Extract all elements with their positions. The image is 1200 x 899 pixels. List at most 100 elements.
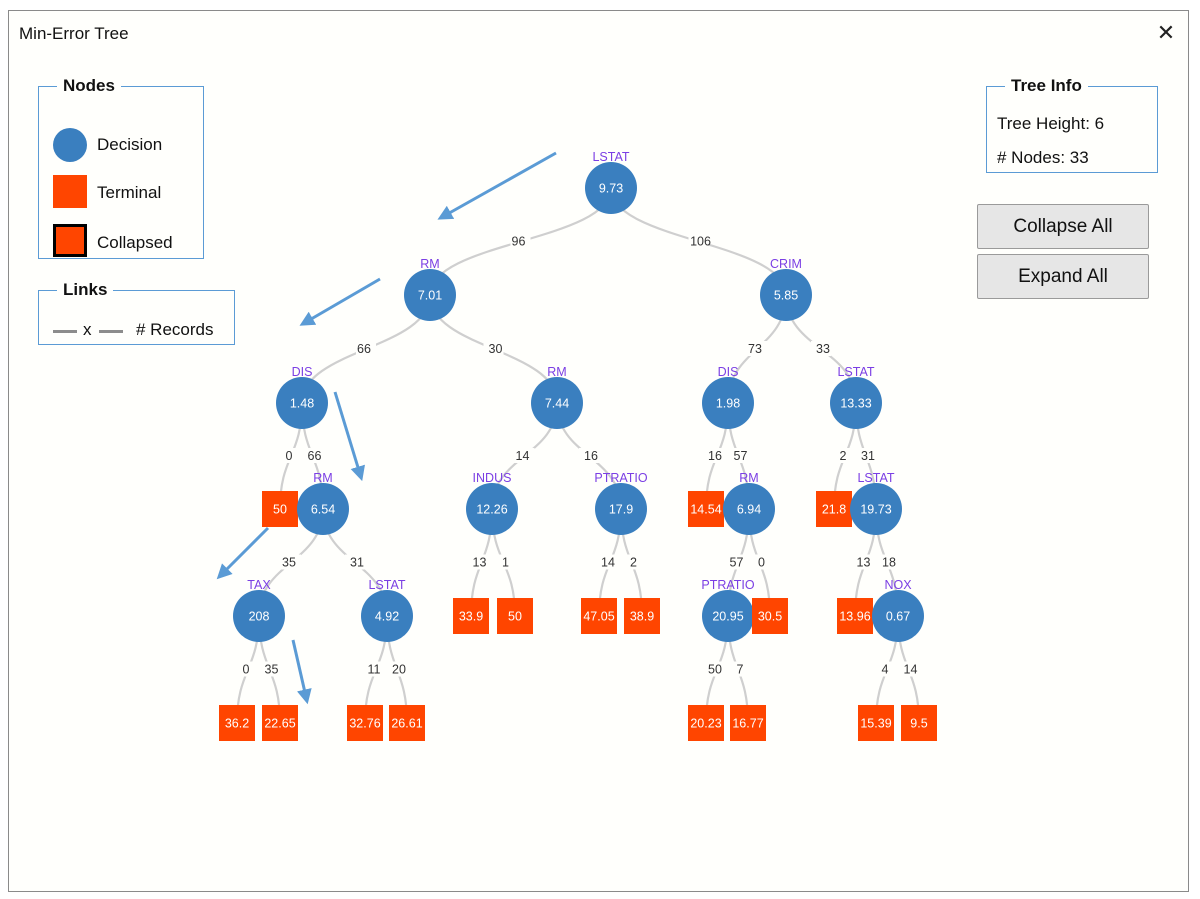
terminal-node[interactable]: 16.77 (730, 705, 766, 741)
terminal-node[interactable]: 36.2 (219, 705, 255, 741)
terminal-node-square[interactable] (816, 491, 852, 527)
decision-node-circle[interactable] (723, 483, 775, 535)
decision-node[interactable]: RM6.54 (297, 471, 349, 535)
link-label-bg (811, 341, 831, 356)
decision-node-circle[interactable] (276, 377, 328, 429)
decision-node[interactable]: RM7.44 (531, 365, 583, 429)
terminal-node-square[interactable] (624, 598, 660, 634)
link-label-bg (621, 554, 642, 570)
decision-node-circle[interactable] (760, 269, 812, 321)
link-label-bg (877, 661, 897, 677)
node-value-label: 21.8 (822, 503, 846, 517)
decision-node-circle[interactable] (361, 590, 413, 642)
decision-node[interactable]: RM6.94 (723, 471, 775, 535)
link-label-bg (493, 554, 514, 570)
terminal-node[interactable]: 21.8 (816, 491, 852, 527)
terminal-node-square[interactable] (688, 491, 724, 527)
link-label-bg (600, 554, 620, 570)
collapse-all-button[interactable]: Collapse All (977, 204, 1149, 249)
link-records-label: 13 (857, 556, 871, 570)
decision-node-circle[interactable] (466, 483, 518, 535)
node-feature-label: RM (313, 471, 332, 485)
decision-node[interactable]: RM7.01 (404, 257, 456, 321)
links-legend-title: Links (63, 280, 108, 299)
link-label-bg (707, 448, 727, 463)
terminal-node-square[interactable] (453, 598, 489, 634)
node-value-label: 38.9 (630, 610, 654, 624)
terminal-node[interactable]: 50 (262, 491, 298, 527)
terminal-node[interactable]: 14.54 (688, 491, 724, 527)
node-value-label: 22.65 (264, 717, 295, 731)
link-records-label: 0 (243, 663, 250, 677)
decision-node-circle[interactable] (585, 162, 637, 214)
decision-node-circle[interactable] (702, 590, 754, 642)
node-value-label: 6.94 (737, 503, 761, 517)
terminal-node-square[interactable] (219, 705, 255, 741)
decision-node-circle[interactable] (233, 590, 285, 642)
link-label-bg (510, 233, 531, 249)
decision-node-circle[interactable] (872, 590, 924, 642)
node-value-label: 20.95 (712, 610, 743, 624)
terminal-node-square[interactable] (730, 705, 766, 741)
link-label-bg (835, 448, 855, 463)
tree-info-title: Tree Info (1011, 76, 1082, 95)
link-records-label: 66 (357, 342, 371, 356)
node-value-label: 7.44 (545, 397, 569, 411)
terminal-node[interactable]: 13.96 (837, 598, 873, 634)
node-value-label: 19.73 (860, 503, 891, 517)
terminal-node-square[interactable] (497, 598, 533, 634)
terminal-node-square[interactable] (858, 705, 894, 741)
expand-all-button[interactable]: Expand All (977, 254, 1149, 299)
close-icon[interactable]: ✕ (1156, 20, 1176, 45)
link-records-label: 14 (516, 449, 530, 463)
link-records-label: 14 (904, 663, 918, 677)
terminal-node[interactable]: 26.61 (389, 705, 425, 741)
terminal-node[interactable]: 20.23 (688, 705, 724, 741)
decision-node-circle[interactable] (830, 377, 882, 429)
terminal-node-square[interactable] (752, 598, 788, 634)
terminal-node-square[interactable] (262, 705, 298, 741)
terminal-node-square[interactable] (262, 491, 298, 527)
terminal-node[interactable]: 32.76 (347, 705, 383, 741)
decision-node-circle[interactable] (595, 483, 647, 535)
decision-node-circle[interactable] (850, 483, 902, 535)
terminal-node[interactable]: 22.65 (262, 705, 298, 741)
terminal-node[interactable]: 47.05 (581, 598, 617, 634)
terminal-node[interactable]: 15.39 (858, 705, 894, 741)
terminal-node-square[interactable] (901, 705, 937, 741)
terminal-node-square[interactable] (688, 705, 724, 741)
terminal-node[interactable]: 30.5 (752, 598, 788, 634)
node-value-label: 4.92 (375, 610, 399, 624)
link-records-label: 16 (584, 449, 598, 463)
terminal-node[interactable]: 9.5 (901, 705, 937, 741)
decision-node-circle[interactable] (702, 377, 754, 429)
terminal-node[interactable]: 50 (497, 598, 533, 634)
link-label-bg (514, 448, 535, 463)
link-label-bg (688, 233, 709, 249)
decision-node-circle[interactable] (531, 377, 583, 429)
terminal-legend-icon (53, 175, 87, 208)
decision-legend-icon (53, 128, 87, 162)
terminal-node-square[interactable] (389, 705, 425, 741)
terminal-node-square[interactable] (347, 705, 383, 741)
node-value-label: 50 (273, 503, 287, 517)
terminal-node[interactable]: 38.9 (624, 598, 660, 634)
terminal-node-square[interactable] (581, 598, 617, 634)
decision-node-circle[interactable] (297, 483, 349, 535)
terminal-node-square[interactable] (837, 598, 873, 634)
terminal-node[interactable]: 33.9 (453, 598, 489, 634)
link-records-label: 0 (286, 449, 293, 463)
decision-node-circle[interactable] (404, 269, 456, 321)
